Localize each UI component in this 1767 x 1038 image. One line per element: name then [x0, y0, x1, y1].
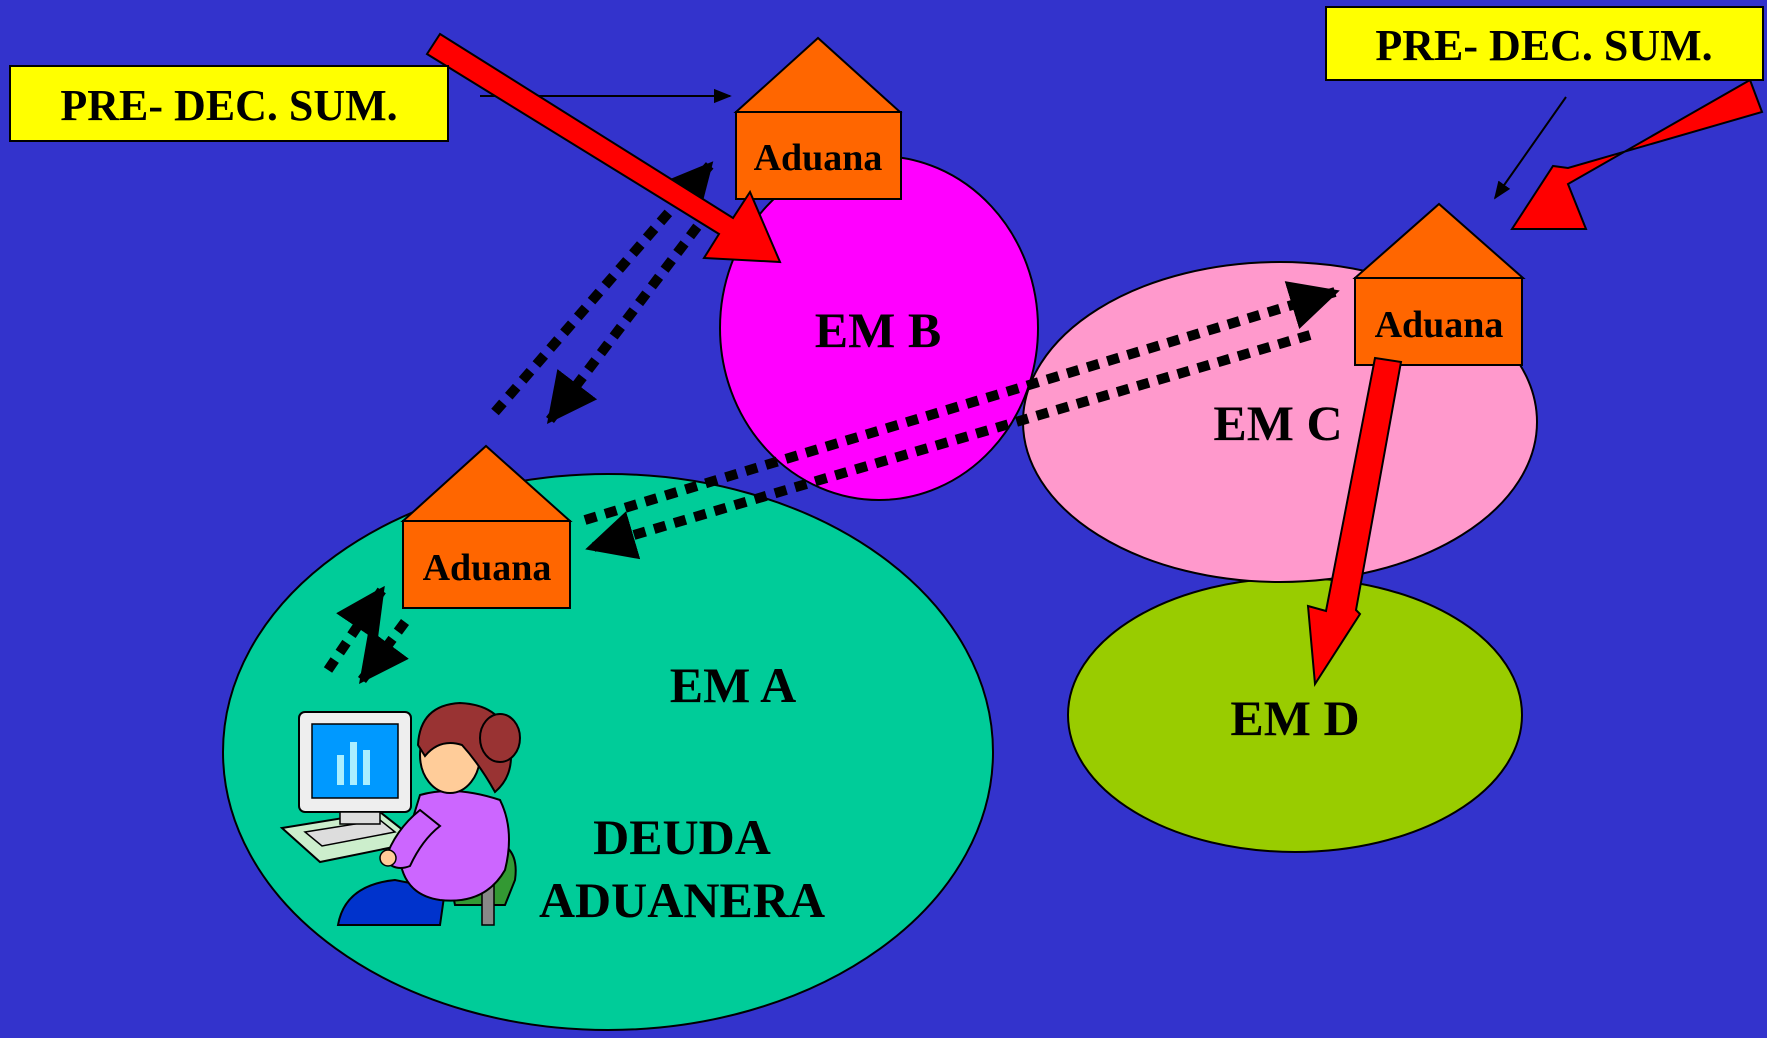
customs-house-c: Aduana — [1352, 202, 1526, 366]
customs-label-c: Aduana — [1375, 304, 1504, 346]
region-label-em-c: EM C — [1213, 395, 1342, 451]
pre-declaration-box-right: PRE- DEC. SUM. — [1325, 6, 1764, 81]
region-label-em-d: EM D — [1230, 690, 1359, 746]
debt-label-line1: DEUDA — [593, 809, 771, 865]
region-label-em-b: EM B — [815, 302, 941, 358]
region-label-em-a: EM A — [670, 657, 796, 713]
red-arrow-declaration-into-c — [1510, 78, 1764, 230]
debt-label-line2: ADUANERA — [539, 872, 825, 928]
pre-declaration-label-right: PRE- DEC. SUM. — [1375, 21, 1712, 70]
dotted-arrow-a-to-c — [583, 281, 1340, 525]
red-arrow-declaration-into-b — [425, 32, 782, 264]
dotted-arrow-clerk-to-customs — [323, 585, 387, 673]
red-arrow-c-to-d — [1306, 356, 1403, 687]
customs-label-a: Aduana — [423, 547, 552, 589]
dotted-arrow-b-to-a — [546, 206, 714, 424]
thin-arrow-declaration-to-customs-c — [1493, 96, 1567, 200]
customs-label-b: Aduana — [754, 137, 883, 179]
customs-house-b: Aduana — [733, 36, 903, 200]
customs-house-a: Aduana — [400, 444, 573, 609]
dotted-exchange-arrows — [323, 161, 1340, 685]
pre-declaration-box-left: PRE- DEC. SUM. — [9, 65, 449, 142]
person-at-computer-icon — [279, 701, 521, 926]
pre-declaration-label-left: PRE- DEC. SUM. — [60, 81, 397, 130]
